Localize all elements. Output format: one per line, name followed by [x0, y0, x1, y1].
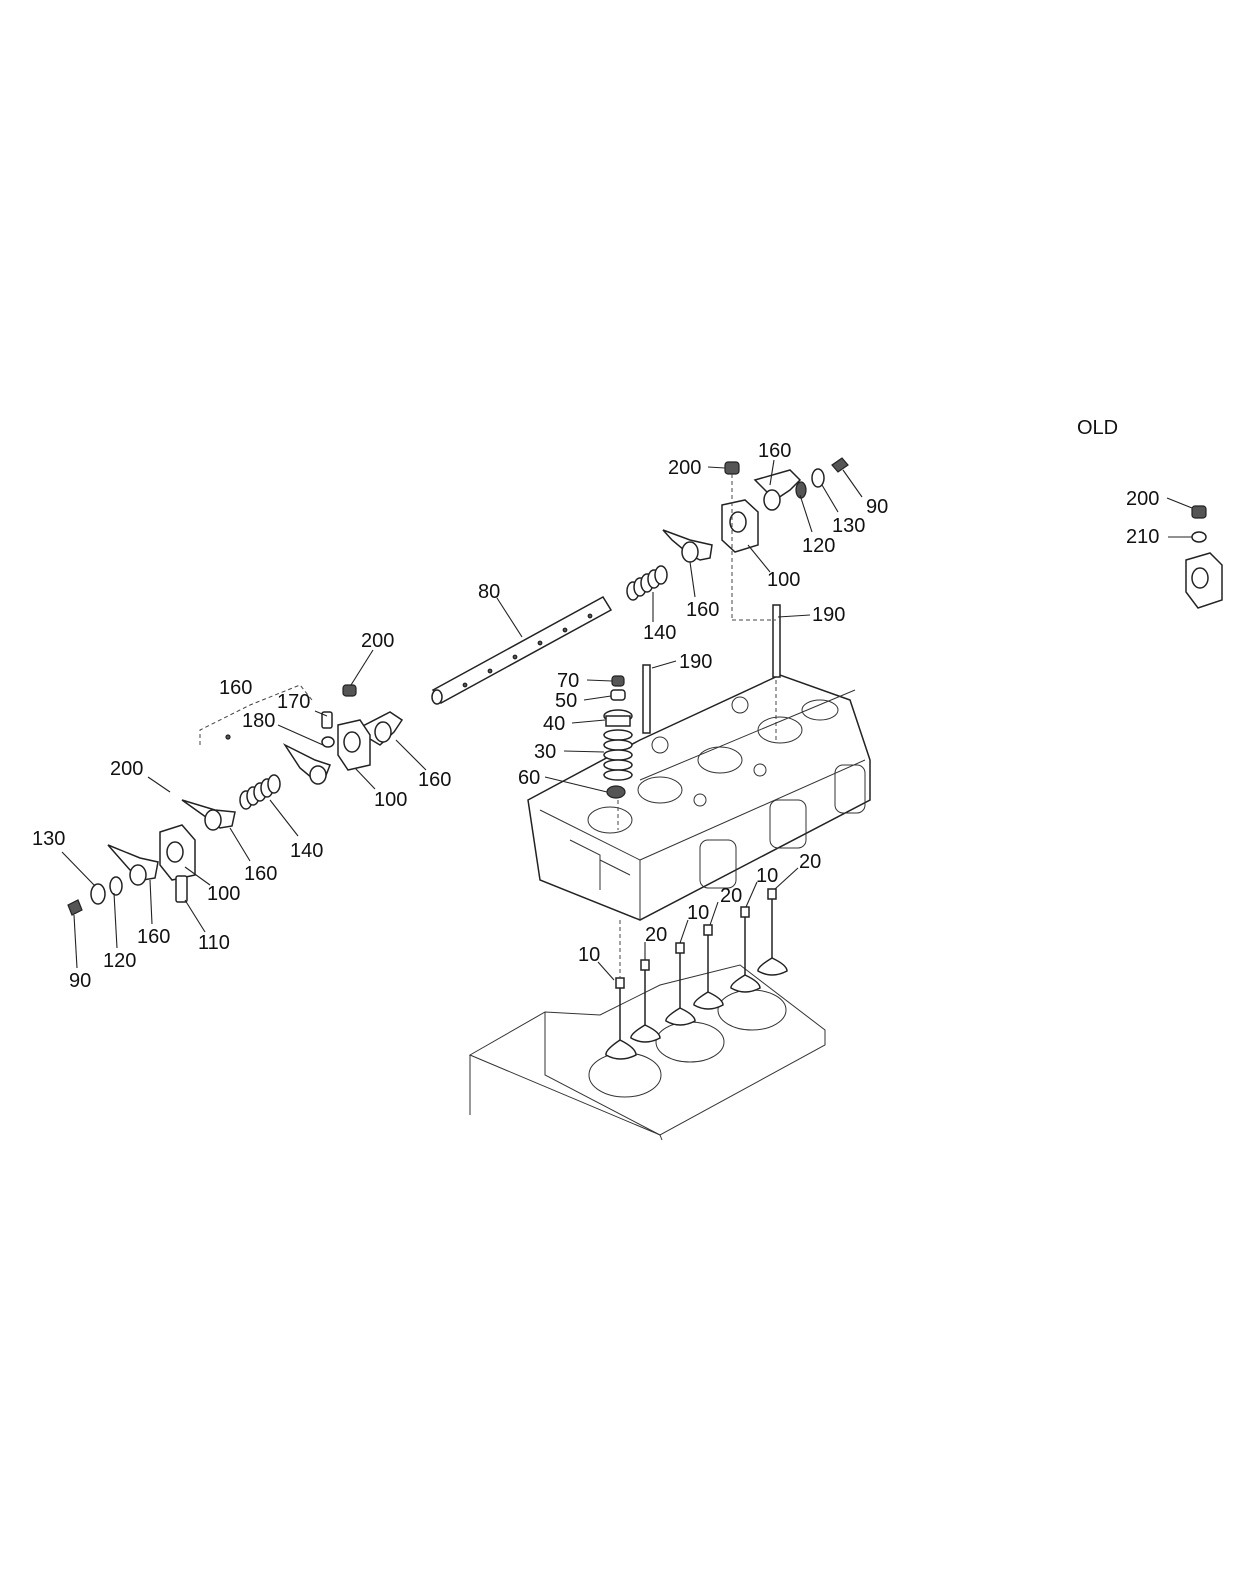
valve-spring — [603, 729, 633, 781]
callout-130-top: 130 — [832, 515, 865, 537]
spring-140-lower — [239, 774, 281, 810]
callout-60: 60 — [518, 767, 540, 789]
engine-block — [468, 964, 826, 1141]
callout-160-r2: 160 — [418, 769, 451, 791]
callout-210-old: 210 — [1126, 526, 1159, 548]
rocker-group-middle — [199, 684, 404, 785]
callout-190-b: 190 — [679, 651, 712, 673]
callout-200-old: 200 — [1126, 488, 1159, 510]
valve-4 — [693, 924, 724, 1010]
callout-130-left: 130 — [32, 828, 65, 850]
callout-80: 80 — [478, 581, 500, 603]
callout-190-a: 190 — [812, 604, 845, 626]
leader-lines — [61, 459, 1193, 981]
callout-160-bl: 160 — [137, 926, 170, 948]
callout-10-c: 10 — [756, 865, 778, 887]
variant-label-old: OLD — [1077, 417, 1118, 439]
callout-160-left: 160 — [219, 677, 252, 699]
valves — [605, 888, 788, 1060]
callout-160-mid: 160 — [686, 599, 719, 621]
studs — [642, 604, 781, 740]
callout-10-b: 10 — [687, 902, 709, 924]
callout-140-left: 140 — [290, 840, 323, 862]
rocker-group-left — [67, 774, 281, 916]
valve-6 — [757, 888, 788, 976]
callout-200-mid: 200 — [361, 630, 394, 652]
callout-200-top: 200 — [668, 457, 701, 479]
callout-90-left: 90 — [69, 970, 91, 992]
callout-160-low: 160 — [244, 863, 277, 885]
callout-160-top: 160 — [758, 440, 791, 462]
callout-100-low: 100 — [207, 883, 240, 905]
callout-20-b: 20 — [720, 885, 742, 907]
callout-200-left: 200 — [110, 758, 143, 780]
old-variant-group — [1185, 505, 1223, 609]
rocker-shaft — [431, 595, 613, 705]
valve-spring-assembly — [603, 675, 633, 830]
valve-3 — [665, 942, 696, 1026]
callout-90-top: 90 — [866, 496, 888, 518]
callout-120-left: 120 — [103, 950, 136, 972]
spring-140-upper — [626, 565, 668, 601]
valve-1 — [605, 977, 637, 1060]
callout-120-top: 120 — [802, 535, 835, 557]
callout-10-a: 10 — [578, 944, 600, 966]
callout-20-a: 20 — [645, 924, 667, 946]
callout-110: 110 — [198, 932, 230, 954]
valve-5 — [730, 906, 761, 993]
callout-40: 40 — [543, 713, 565, 735]
callout-50: 50 — [555, 690, 577, 712]
callout-20-c: 20 — [799, 851, 821, 873]
callout-100-mid: 100 — [374, 789, 407, 811]
valve-2 — [630, 959, 661, 1043]
rocker-group-right — [626, 457, 849, 621]
callout-100-top: 100 — [767, 569, 800, 591]
callout-70: 70 — [557, 670, 579, 692]
callout-labels: 200 160 90 130 120 100 160 140 80 190 19… — [32, 417, 1159, 992]
callout-30: 30 — [534, 741, 556, 763]
callout-140-top: 140 — [643, 622, 676, 644]
callout-180: 180 — [242, 710, 275, 732]
callout-170: 170 — [277, 691, 310, 713]
cylinder-head — [527, 674, 871, 921]
